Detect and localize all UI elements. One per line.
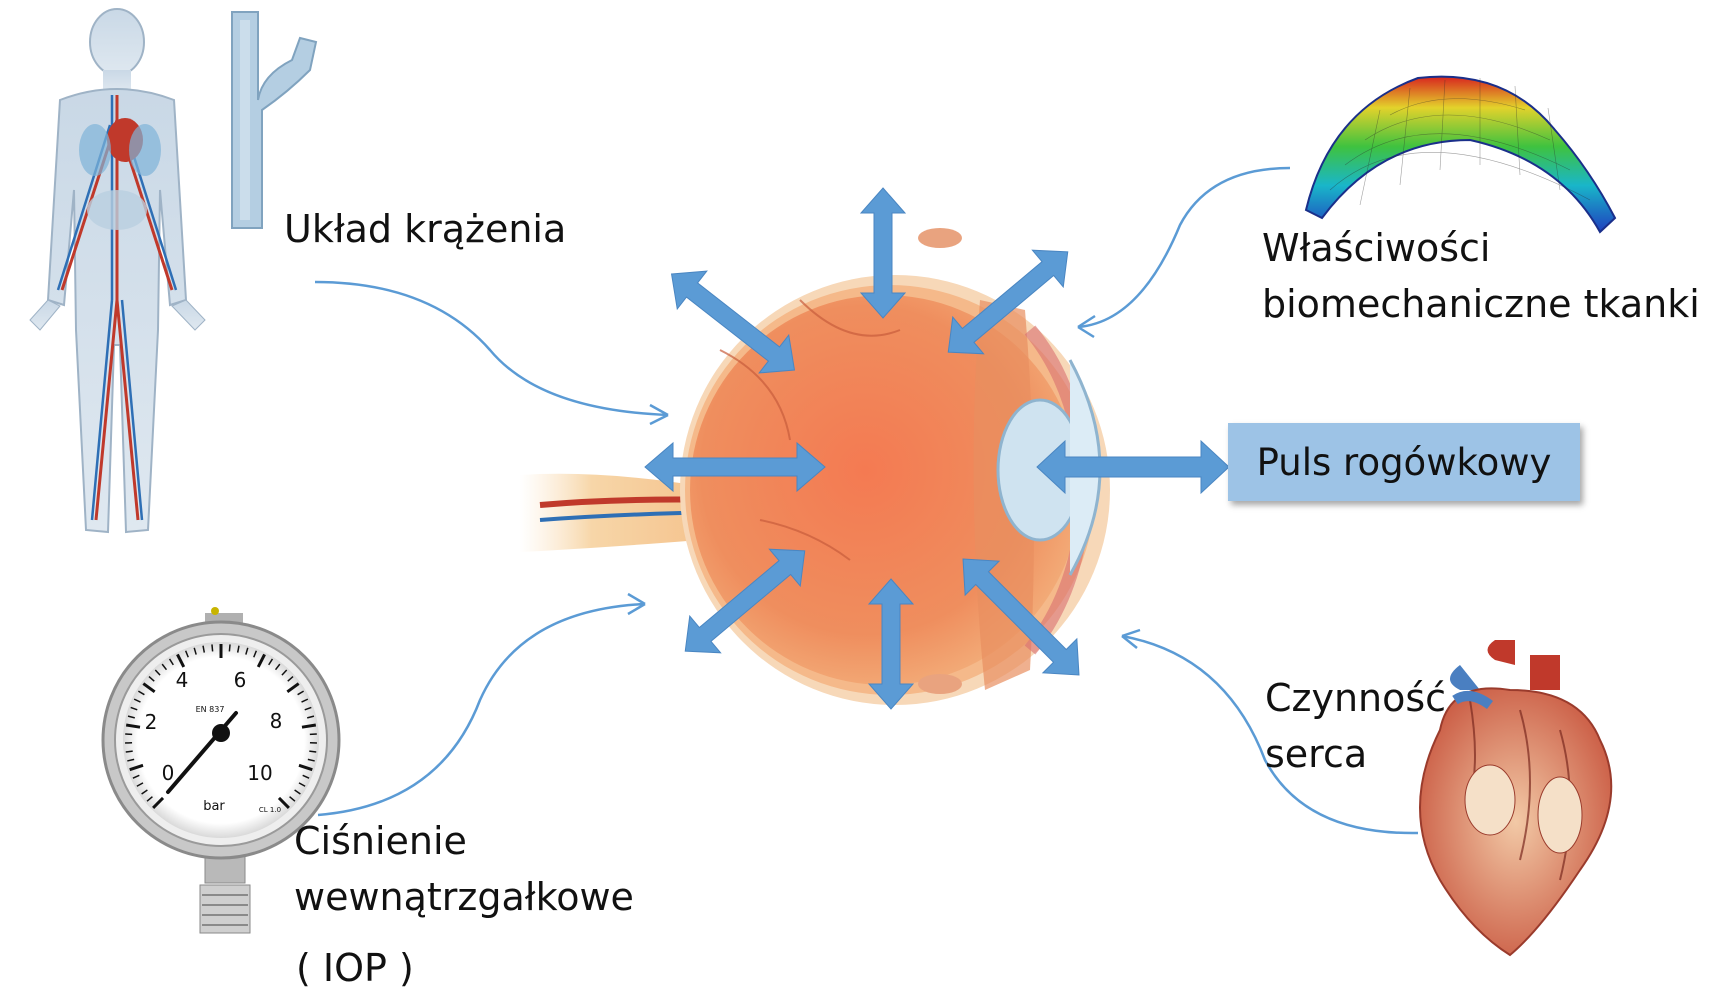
- blood-vessel-illustration: [232, 12, 316, 228]
- iop-line-1: Ciśnienie: [294, 813, 634, 869]
- gauge-tick: [309, 751, 316, 752]
- heart-line-2: serca: [1265, 726, 1446, 782]
- gauge-tick: [229, 644, 230, 651]
- label-intraocular-pressure: Ciśnienie wewnątrzgałkowe: [294, 813, 634, 925]
- corneal-pulse-box: Puls rogówkowy: [1228, 423, 1580, 501]
- corneal-pulse-text: Puls rogówkowy: [1257, 441, 1552, 484]
- biomechanics-mesh-icon: [1306, 77, 1615, 232]
- gauge-label-8: 8: [270, 709, 283, 733]
- human-body-illustration: [30, 9, 205, 532]
- gauge-class: CL 1.0: [259, 806, 281, 814]
- gauge-label-10: 10: [247, 761, 272, 785]
- gauge-label-2: 2: [145, 710, 158, 734]
- heart-line-1: Czynność: [1265, 670, 1446, 726]
- gauge-label-6: 6: [234, 668, 247, 692]
- gauge-tick: [126, 751, 133, 752]
- gauge-label-4: 4: [176, 668, 189, 692]
- connector-iop: [318, 604, 645, 815]
- label-heart-function: Czynność serca: [1265, 670, 1446, 782]
- connector-biomechanics: [1078, 168, 1290, 327]
- iop-line-2: wewnątrzgałkowe: [294, 869, 634, 925]
- biomechanics-line-2: biomechaniczne tkanki: [1262, 276, 1700, 332]
- iop-abbreviation-text: ( IOP ): [296, 940, 414, 996]
- gauge-label-0: 0: [162, 761, 175, 785]
- heart-illustration: [1420, 640, 1611, 955]
- biomechanics-line-1: Właściwości: [1262, 220, 1700, 276]
- gauge-standard: EN 837: [196, 705, 225, 714]
- label-circulatory-system: Układ krążenia: [284, 201, 566, 257]
- circulatory-system-text: Układ krążenia: [284, 201, 566, 257]
- label-iop-abbreviation: ( IOP ): [296, 940, 414, 996]
- connector-circulation: [315, 282, 668, 415]
- gauge-unit: bar: [203, 799, 225, 814]
- label-biomechanics: Właściwości biomechaniczne tkanki: [1262, 220, 1700, 332]
- gauge-tick: [212, 644, 213, 651]
